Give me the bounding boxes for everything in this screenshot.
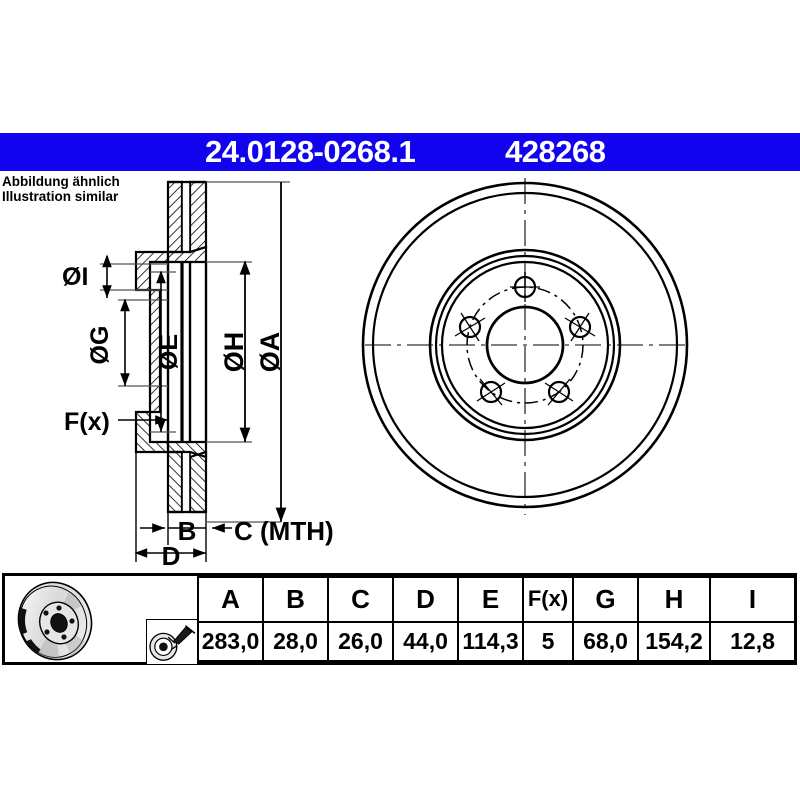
note-line-de: Abbildung ähnlich bbox=[2, 174, 120, 189]
section-hat-neck-lower bbox=[166, 440, 208, 459]
disc-friction-inner bbox=[428, 248, 622, 442]
reference-number: 428268 bbox=[505, 134, 606, 169]
dim-label-c: C (MTH) bbox=[234, 516, 334, 546]
table-value-g: 68,0 bbox=[572, 620, 639, 663]
table-header-a: A bbox=[197, 576, 264, 623]
table-value-e: 114,3 bbox=[457, 620, 524, 663]
table-header-h: H bbox=[637, 576, 711, 623]
part-number: 24.0128-0268.1 bbox=[205, 134, 416, 169]
dim-label-g: ØG bbox=[86, 326, 114, 365]
bolt-hole bbox=[510, 272, 540, 302]
section-hat-neck-upper bbox=[166, 245, 208, 264]
section-vent-gap-lower bbox=[181, 451, 191, 513]
front-view bbox=[361, 178, 689, 515]
disc-friction-outer bbox=[371, 191, 679, 499]
table-header-g: G bbox=[572, 576, 639, 623]
table-header-d: D bbox=[392, 576, 459, 623]
dim-label-h: ØH bbox=[219, 332, 249, 373]
dim-label-fx: F(x) bbox=[64, 408, 110, 436]
table-header-row: A B C D E F(x) G H I bbox=[5, 576, 796, 665]
product-image-cell bbox=[5, 577, 199, 665]
dimension-group-right: ØH ØA bbox=[206, 181, 290, 522]
disc-outer-edge bbox=[361, 181, 689, 509]
table-value-a: 283,0 bbox=[197, 620, 264, 663]
header-banner: 24.0128-0268.1 428268 bbox=[0, 133, 800, 171]
section-vent-gap-upper bbox=[181, 181, 191, 253]
table-header-c: C bbox=[327, 576, 394, 623]
table-value-i: 12,8 bbox=[709, 620, 796, 663]
table-value-c: 26,0 bbox=[327, 620, 394, 663]
dim-label-e: ØE bbox=[155, 334, 183, 370]
table-header-b: B bbox=[262, 576, 329, 623]
dim-label-b: B bbox=[178, 516, 197, 546]
min-thickness-measure-icon bbox=[146, 619, 198, 665]
disc-hat-step bbox=[440, 260, 610, 430]
dimension-group-left: ØI ØG ØE F(x) bbox=[62, 254, 183, 436]
section-hat-flange-upper bbox=[134, 250, 170, 292]
bolt-hole bbox=[476, 378, 506, 406]
bolt-hole bbox=[544, 378, 574, 406]
bolt-hole bbox=[454, 312, 486, 342]
table-value-b: 28,0 bbox=[262, 620, 329, 663]
table-header-i: I bbox=[709, 576, 796, 623]
section-inboard-ring-upper bbox=[188, 180, 208, 254]
table-value-fx: 5 bbox=[522, 620, 574, 663]
section-outboard-ring-lower bbox=[166, 450, 184, 514]
table-value-h: 154,2 bbox=[637, 620, 711, 663]
table-value-d: 44,0 bbox=[392, 620, 459, 663]
section-inboard-ring-lower bbox=[188, 450, 208, 514]
bolt-hole bbox=[564, 312, 596, 342]
brake-disc-photo-icon bbox=[17, 581, 93, 661]
table-value-row: 283,0 28,0 26,0 44,0 114,3 5 68,0 154,2 … bbox=[5, 620, 796, 663]
dimension-group-bottom: B C (MTH) D bbox=[134, 452, 334, 571]
section-outboard-ring-upper bbox=[166, 180, 184, 254]
disc-hat-outer bbox=[434, 254, 616, 436]
illustration-similar-note: Abbildung ähnlich Illustration similar bbox=[2, 174, 120, 204]
table-header-e: E bbox=[457, 576, 524, 623]
dim-label-d: D bbox=[162, 541, 181, 571]
disc-center-bore bbox=[485, 305, 565, 385]
dim-label-a: ØA bbox=[255, 332, 285, 373]
table-header-fx: F(x) bbox=[522, 576, 574, 623]
dim-label-i: ØI bbox=[62, 263, 88, 291]
note-line-en: Illustration similar bbox=[2, 189, 119, 204]
specification-table: A B C D E F(x) G H I 283,0 28,0 26,0 44,… bbox=[2, 573, 797, 665]
